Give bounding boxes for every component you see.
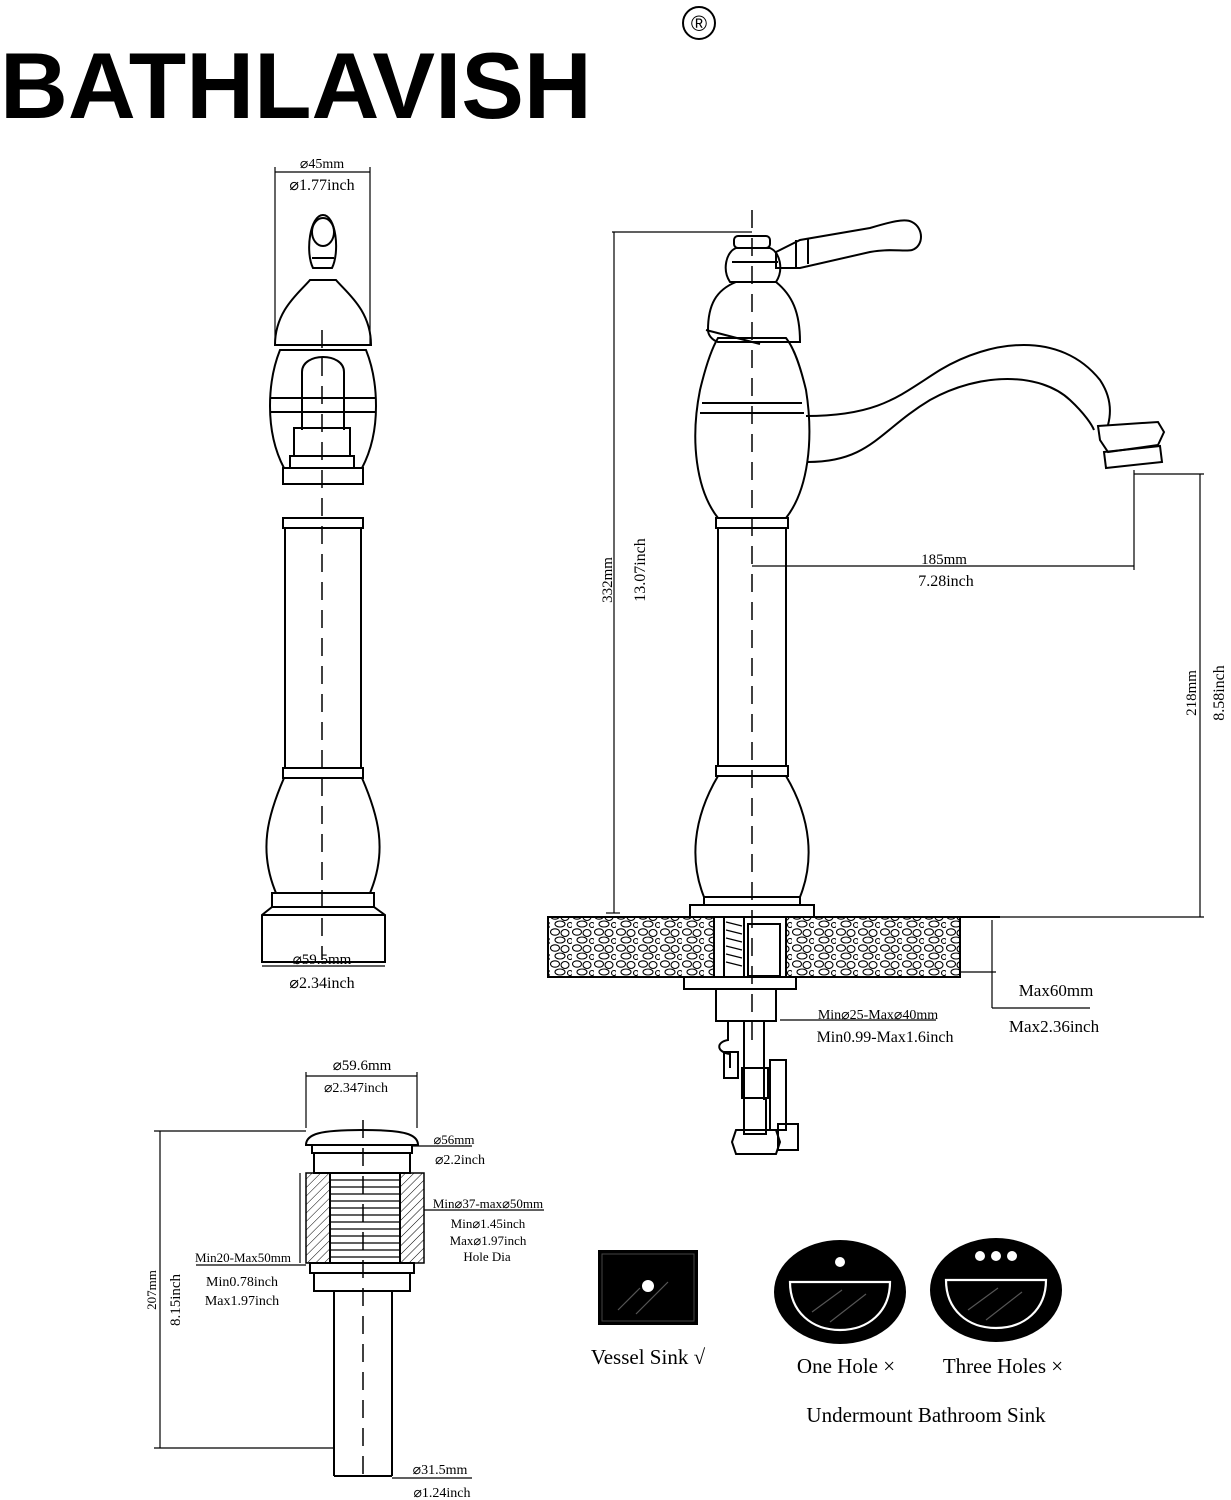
drain-hole-mm: Min⌀37-max⌀50mm: [433, 1196, 543, 1211]
drain-height-mm: 207mm: [144, 1270, 159, 1310]
drain-cap-dia-mm: ⌀56mm: [433, 1132, 474, 1147]
drain-hole-label: Hole Dia: [463, 1249, 511, 1264]
front-reach-mm: 185mm: [921, 552, 967, 568]
sink-types: Vessel Sink √ One Hole × Three Holes × U…: [591, 1238, 1063, 1427]
faucet-side-view: ⌀45mm ⌀1.77inch ⌀59.5mm ⌀2.3: [261, 157, 386, 992]
drain-pipe-dia-mm: ⌀31.5mm: [413, 1463, 468, 1478]
drain-top-dia-mm: ⌀59.6mm: [333, 1058, 392, 1074]
front-hole-mm: Min⌀25-Max⌀40mm: [818, 1008, 938, 1023]
drain-thick-mm: Min20-Max50mm: [195, 1250, 291, 1265]
drain-cap-dia-in: ⌀2.2inch: [435, 1153, 485, 1168]
three-holes-label: Three Holes ×: [943, 1354, 1063, 1378]
front-hole-in: Min0.99-Max1.6inch: [817, 1029, 954, 1046]
vessel-sink-label: Vessel Sink √: [591, 1345, 706, 1369]
front-deck-max-in: Max2.36inch: [1009, 1017, 1100, 1036]
faucet-front-view: 332mm 13.07inch 185mm 7.28inch 218mm 8.5…: [547, 210, 1228, 1155]
side-top-dia-mm: ⌀45mm: [300, 157, 344, 172]
side-base-dia-in: ⌀2.34inch: [289, 975, 354, 992]
front-height-mm: 332mm: [600, 557, 616, 603]
drain-thick-min-in: Min0.78inch: [206, 1275, 278, 1290]
drain-view: ⌀59.6mm ⌀2.347inch ⌀56mm ⌀2.2inch Min⌀37…: [144, 1058, 544, 1500]
front-deck-max-mm: Max60mm: [1019, 981, 1094, 1000]
brand-logo: BATHLAVISH: [0, 33, 592, 138]
front-spout-height-mm: 218mm: [1184, 670, 1200, 716]
vessel-sink-icon: [598, 1250, 698, 1325]
side-top-dia-in: ⌀1.77inch: [289, 177, 354, 194]
undermount-label: Undermount Bathroom Sink: [806, 1403, 1046, 1427]
drain-top-dia-in: ⌀2.347inch: [324, 1081, 388, 1096]
drain-thick-max-in: Max1.97inch: [205, 1294, 279, 1309]
drain-hole-min-in: Min⌀1.45inch: [451, 1216, 526, 1231]
side-base-dia-mm: ⌀59.5mm: [293, 952, 352, 968]
one-hole-sink-icon: [774, 1240, 906, 1344]
one-hole-label: One Hole ×: [797, 1354, 895, 1378]
registered-mark: ®: [682, 6, 716, 40]
drain-height-in: 8.15inch: [168, 1273, 184, 1326]
front-spout-height-in: 8.58inch: [1211, 665, 1228, 721]
svg-text:®: ®: [691, 11, 707, 36]
drain-pipe-dia-in: ⌀1.24inch: [413, 1486, 470, 1500]
front-height-in: 13.07inch: [632, 538, 649, 602]
three-holes-sink-icon: [930, 1238, 1062, 1342]
drain-hole-max-in: Max⌀1.97inch: [450, 1233, 527, 1248]
front-reach-in: 7.28inch: [918, 573, 974, 590]
